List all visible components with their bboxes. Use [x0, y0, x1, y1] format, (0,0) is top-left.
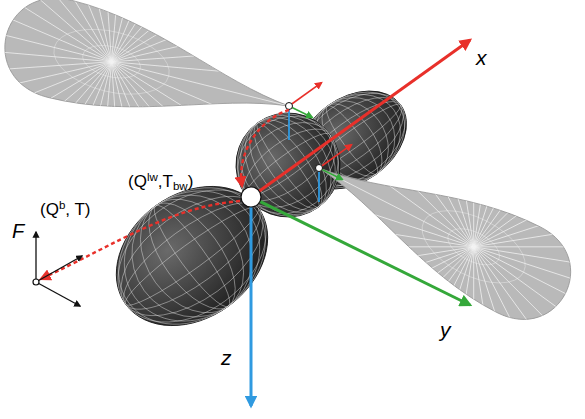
wing-vein — [264, 0, 585, 247]
mesh-line — [99, 164, 286, 347]
frame-axis — [36, 282, 80, 306]
wing-frame-x — [319, 145, 352, 168]
superscript-text: lw — [147, 171, 158, 183]
wing-root-dot — [286, 103, 293, 110]
mesh-line — [234, 106, 341, 224]
wing-vein — [0, 0, 204, 62]
wing-vein — [292, 247, 474, 419]
transform-label: (Qlw,Tbw) — [128, 173, 193, 192]
frame-axis — [35, 232, 36, 282]
wing-vein — [474, 0, 585, 329]
wing-vein — [0, 32, 112, 419]
mesh-line — [232, 116, 344, 215]
body-z-axis — [250, 197, 253, 406]
wing-vein — [474, 0, 585, 303]
axis-label: z — [221, 346, 232, 369]
wing-vein — [0, 0, 141, 62]
wing-vein — [112, 0, 324, 92]
wing-membrane — [297, 125, 585, 336]
label-text: ) — [188, 172, 194, 191]
label-text: (Q — [128, 172, 147, 191]
wing-frame-z — [318, 168, 320, 202]
wing-vein — [418, 247, 585, 419]
transform-curve — [41, 201, 240, 279]
wing-vein — [474, 0, 585, 247]
wing-vein — [0, 47, 112, 419]
axis-label: x — [476, 46, 487, 69]
wing-vein — [474, 0, 585, 275]
wing-vein — [312, 247, 585, 419]
wing-vein — [79, 100, 474, 419]
wing-vein — [364, 0, 585, 247]
wing-frame-x — [289, 83, 322, 106]
wing-vein — [79, 74, 474, 357]
body-origin — [241, 187, 261, 207]
wing-root-dot — [316, 165, 323, 172]
label-text: z — [221, 346, 232, 369]
wing-vein — [0, 0, 112, 336]
frame-origin — [33, 279, 39, 285]
superscript-text: b — [59, 199, 65, 211]
mesh-line — [100, 173, 284, 340]
wing-vein — [0, 0, 112, 62]
wing-ring — [79, 40, 144, 83]
wing-vein — [474, 85, 585, 409]
wing-vein — [112, 0, 268, 77]
wing-vein — [301, 247, 584, 419]
wing-vein — [0, 0, 112, 238]
wing-vein — [474, 191, 585, 419]
mesh-line — [118, 198, 265, 314]
mesh-line — [146, 199, 239, 314]
wing-vein — [0, 0, 112, 182]
frame-axis — [36, 256, 82, 282]
wing-vein — [112, 0, 209, 62]
label-text: F — [12, 220, 24, 242]
wing-vein — [474, 247, 585, 419]
wing-vein — [391, 247, 585, 419]
wing-vein — [0, 0, 168, 62]
wing-vein — [15, 62, 112, 419]
wing-vein — [474, 37, 585, 393]
wing-vein — [327, 247, 585, 419]
wing-vein — [74, 85, 474, 409]
label-text: y — [440, 318, 451, 341]
body-y-axis — [251, 197, 470, 305]
wing-ring — [47, 18, 176, 105]
wing-vein — [294, 247, 529, 419]
mesh-line — [132, 189, 251, 323]
subscript-text: bw — [173, 180, 188, 192]
wing-vein — [55, 62, 426, 368]
wing-ring — [411, 196, 537, 298]
transform-label: (Qb, T) — [40, 201, 91, 220]
label-text: (Q — [40, 200, 59, 219]
wing-vein — [0, 0, 112, 122]
wing-ring — [442, 221, 505, 272]
wing-vein — [445, 247, 585, 419]
wing-vein — [0, 0, 190, 62]
transform-curve — [241, 110, 289, 186]
wing-vein — [0, 0, 198, 62]
mesh-line — [251, 118, 325, 211]
frame-label: F — [12, 220, 24, 242]
mesh-line — [119, 179, 265, 332]
wing-vein — [474, 0, 585, 375]
axis-label: y — [440, 318, 451, 341]
label-text: , T) — [65, 200, 90, 219]
label-text: x — [476, 46, 487, 69]
body-x-axis — [251, 40, 470, 197]
wing-vein — [418, 0, 585, 247]
label-text: ,T — [158, 172, 173, 191]
wing-vein — [474, 0, 585, 354]
